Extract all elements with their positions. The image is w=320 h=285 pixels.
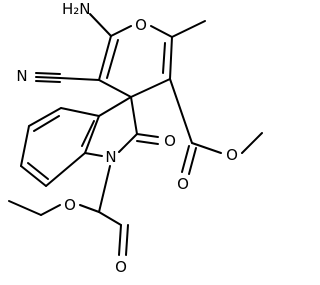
bond-c6-c5 bbox=[169, 36, 173, 80]
bond-ester-ether bbox=[191, 142, 222, 154]
bond-spiro-carbonyl-carbon bbox=[130, 96, 138, 135]
bond-carbonyl-carbon-n bbox=[118, 133, 138, 153]
bond-c2-amine bbox=[89, 13, 112, 37]
molecule-drawing: H₂N O N O N O O O O bbox=[8, 0, 263, 276]
bond-methylene-carbonyl-carbon bbox=[98, 211, 122, 226]
atom-labels: H₂N O N O N O O O O bbox=[16, 0, 238, 276]
bond-c3-nitrile-carbon bbox=[59, 77, 100, 81]
bond-c6-c5-double bbox=[162, 42, 166, 74]
bond-c2-o1 bbox=[110, 25, 132, 37]
bond-c7a-c3a-double bbox=[81, 120, 95, 147]
bond-lactam-carbonyl bbox=[136, 133, 159, 138]
bond-c4-c5-benzene-double bbox=[33, 115, 60, 132]
bond-c3a-c4 bbox=[60, 107, 100, 117]
bond-ethyl-ester-carbonyl bbox=[118, 224, 122, 256]
bond-c6-methyl bbox=[171, 20, 206, 38]
bond-carbonyl-carbon-ether bbox=[79, 204, 100, 213]
bond-c5-spiro bbox=[130, 78, 171, 98]
bond-lactam-carbonyl-double bbox=[136, 140, 159, 145]
bond-nitrile-triple-2 bbox=[35, 76, 61, 79]
bond-c4-c5-benzene bbox=[28, 107, 62, 127]
atom-ethyl-ester-ether-oxygen: O bbox=[64, 196, 76, 214]
bond-ethyl-ester-carbonyl-double bbox=[125, 224, 129, 256]
atom-pyran-oxygen: O bbox=[135, 16, 147, 34]
atom-ester-carbonyl-oxygen: O bbox=[177, 175, 189, 193]
bond-ether-methyl bbox=[241, 132, 263, 154]
structure-diagram: H₂N O N O N O O O O bbox=[8, 0, 263, 276]
bond-c7-c7a bbox=[45, 152, 86, 187]
bond-c5-ester-carbon bbox=[169, 78, 193, 144]
bond-nitrile-triple-3 bbox=[35, 80, 61, 83]
bond-c6-c7-benzene bbox=[20, 165, 47, 187]
bond-n-methylene bbox=[98, 165, 111, 213]
bond-c3-c2-double bbox=[106, 39, 119, 79]
bond-ester-carbonyl bbox=[181, 145, 190, 173]
bonds bbox=[8, 13, 263, 256]
bond-c3-c2 bbox=[98, 35, 112, 81]
atom-ethyl-ester-carbonyl-oxygen: O bbox=[115, 258, 127, 276]
atom-nitrile-nitrogen: N bbox=[16, 67, 27, 85]
bond-nitrile-triple-1 bbox=[35, 72, 61, 75]
atom-indole-nitrogen: N bbox=[105, 148, 116, 166]
bond-o1-c6 bbox=[150, 25, 173, 38]
bond-c6-c7-benzene-double bbox=[27, 162, 49, 180]
bond-c3a-c7a bbox=[84, 115, 100, 154]
bond-ethyl-ch2-ch3 bbox=[8, 200, 42, 216]
atom-ester-ether-oxygen: O bbox=[226, 146, 238, 164]
bond-spiro-c3a bbox=[98, 96, 132, 117]
bond-spiro-c3 bbox=[98, 79, 132, 98]
bond-c5-c6-benzene bbox=[20, 125, 30, 167]
bond-ether-ethyl-ch2 bbox=[40, 204, 61, 216]
bond-n-c7a bbox=[84, 152, 103, 157]
atom-lactam-oxygen: O bbox=[164, 132, 176, 150]
atom-amine: H₂N bbox=[62, 0, 91, 18]
bond-ester-carbonyl-double bbox=[188, 147, 197, 175]
